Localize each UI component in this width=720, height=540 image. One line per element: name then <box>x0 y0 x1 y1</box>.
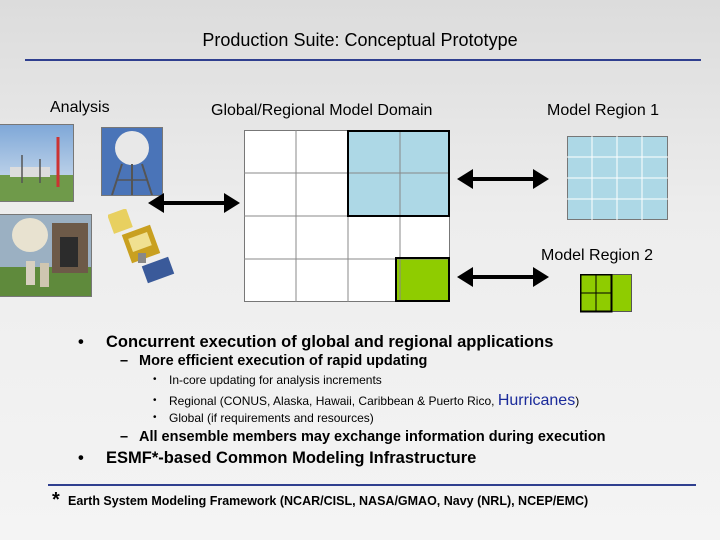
region2-label: Model Region 2 <box>541 247 653 265</box>
footnote-star: * <box>52 489 60 512</box>
bullet-concurrent-execution: Concurrent execution of global and regio… <box>106 333 553 352</box>
footnote-text: Earth System Modeling Framework (NCAR/CI… <box>68 494 588 508</box>
slide-title: Production Suite: Conceptual Prototype <box>0 30 720 51</box>
bullet-esmf-infrastructure: ESMF*-based Common Modeling Infrastructu… <box>106 449 476 468</box>
weather-balloon-photo <box>0 214 92 297</box>
global-domain-label: Global/Regional Model Domain <box>211 102 432 120</box>
bullet-global-requirements: Global (if requirements and resources) <box>169 411 374 425</box>
regional-text: Regional (CONUS, Alaska, Hawaii, Caribbe… <box>169 394 494 408</box>
weather-station-photo <box>0 124 74 202</box>
region1-label: Model Region 1 <box>547 102 659 120</box>
footnote-rule <box>48 484 696 486</box>
region1-grid <box>567 136 668 220</box>
domain-region2-arrow <box>457 264 549 290</box>
analysis-label: Analysis <box>50 99 110 117</box>
bullet-regional: Regional (CONUS, Alaska, Hawaii, Caribbe… <box>169 392 579 410</box>
analysis-domain-arrow <box>148 190 240 216</box>
hurricanes-text: Hurricanes <box>498 392 575 409</box>
radar-tower-photo <box>101 127 163 196</box>
regional-close-paren: ) <box>575 394 579 408</box>
domain-region1-arrow <box>457 166 549 192</box>
region2-grid <box>580 274 632 316</box>
bullet-rapid-updating: More efficient execution of rapid updati… <box>139 353 427 369</box>
global-domain-grid <box>244 130 450 302</box>
satellite-image <box>108 209 176 285</box>
title-rule <box>25 59 701 61</box>
bullet-ensemble-members: All ensemble members may exchange inform… <box>139 429 606 445</box>
dot-marker-1: • <box>153 374 157 385</box>
dash-marker-2: – <box>120 429 128 445</box>
dash-marker-1: – <box>120 353 128 369</box>
dot-marker-3: • <box>153 412 157 423</box>
bullet-in-core-updating: In-core updating for analysis increments <box>169 373 382 387</box>
bullet-marker-1: • <box>78 333 84 352</box>
bullet-marker-2: • <box>78 449 84 468</box>
dot-marker-2: • <box>153 395 157 406</box>
